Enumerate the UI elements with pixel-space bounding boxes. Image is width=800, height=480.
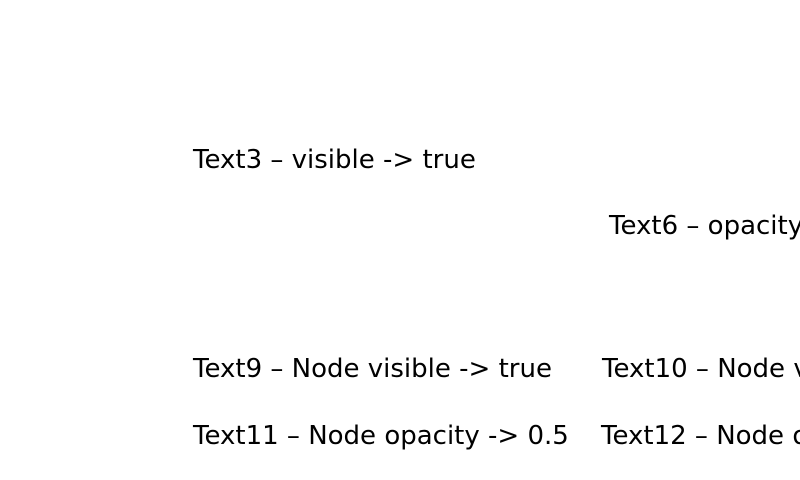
text-label-text9: Text9 – Node visible -> true	[193, 354, 552, 384]
text-label-text11: Text11 – Node opacity -> 0.5	[193, 421, 569, 451]
text-label-text10: Text10 – Node visible -> true	[602, 354, 800, 384]
text-label-text3: Text3 – visible -> true	[193, 145, 476, 175]
text-label-text12: Text12 – Node opacity -> 0.5	[601, 421, 800, 451]
text-label-text6: Text6 – opacity -> 1.0	[609, 211, 800, 241]
